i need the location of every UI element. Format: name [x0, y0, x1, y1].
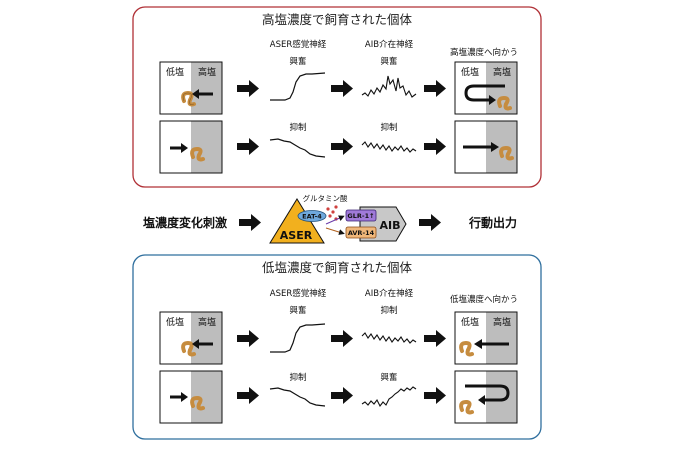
aib-state-label: 抑制	[380, 122, 397, 133]
u-turn-arrow-icon	[464, 84, 505, 102]
aib-trace	[361, 75, 417, 98]
low-salt-label: 低塩	[166, 316, 184, 328]
high-salt-label: 高塩	[493, 66, 511, 78]
low-salt-label: 低塩	[461, 66, 479, 78]
arrow-icon	[170, 392, 188, 402]
row-2	[159, 120, 223, 174]
aib-trace	[361, 386, 417, 408]
avr14-label: AVR-14	[348, 229, 375, 237]
column-aser-label: ASER感覚神経	[270, 288, 327, 299]
arrow-icon	[237, 330, 259, 347]
aser-trace	[270, 72, 326, 101]
eat4-label: EAT-4	[302, 213, 322, 221]
straight-arrow-icon	[463, 142, 499, 152]
result-box	[454, 370, 518, 424]
arrow-icon	[331, 138, 353, 155]
column-result-label: 低塩濃度へ向かう	[450, 294, 518, 305]
high-salt-label: 高塩	[198, 316, 216, 328]
worm-icon	[459, 399, 474, 415]
arrow-icon	[331, 330, 353, 347]
result-box	[454, 120, 518, 174]
aib-state-label: 興奮	[380, 56, 398, 67]
arrow-icon	[239, 214, 261, 231]
row-1: 低塩 高塩	[159, 311, 223, 365]
arrow-icon	[237, 138, 259, 155]
column-aib-label: AIB介在神経	[365, 288, 414, 299]
arrow-icon	[424, 80, 446, 97]
arrow-icon	[192, 339, 213, 349]
aser-trace	[269, 138, 326, 158]
high-salt-area	[191, 62, 222, 114]
row-1: 低塩 高塩	[159, 61, 223, 115]
arrow-icon	[424, 138, 446, 155]
worm-icon	[499, 145, 514, 161]
arrow-icon	[331, 80, 353, 97]
aser-trace	[270, 323, 326, 353]
panel-title: 低塩濃度で飼育された個体	[262, 260, 413, 275]
eat4-protein	[297, 210, 327, 222]
panel-border	[132, 6, 542, 188]
aser-state-label: 抑制	[289, 122, 306, 133]
aser-trace	[269, 387, 326, 407]
glutamate-dots	[326, 205, 338, 221]
avr14-receptor	[345, 226, 377, 239]
aib-label: AIB	[380, 219, 401, 232]
worm-icon	[190, 146, 205, 162]
aser-state-label: 抑制	[289, 372, 306, 383]
glutamate-label: グルタミン酸	[303, 193, 348, 203]
result-box: 低塩 高塩	[454, 311, 518, 365]
arrow-icon	[237, 80, 259, 97]
high-salt-area	[191, 121, 222, 173]
low-salt-label: 低塩	[461, 316, 479, 328]
column-aser-label: ASER感覚神経	[270, 39, 327, 50]
high-salt-label: 高塩	[493, 316, 511, 328]
arrow-icon	[424, 330, 446, 347]
worm-icon	[459, 340, 474, 357]
aib-state-label: 抑制	[380, 305, 397, 316]
high-salt-label: 高塩	[198, 66, 216, 78]
arrow-icon	[424, 387, 446, 404]
panel-title: 高塩濃度で飼育された個体	[262, 12, 413, 27]
low-salt-label: 低塩	[166, 66, 184, 78]
pathway: 塩濃度変化刺激 ASER EAT-4 グルタミン酸 AIB GLR-1↑ AVR…	[143, 193, 517, 244]
aser-state-label: 興奮	[289, 305, 307, 316]
worm-icon	[181, 90, 196, 107]
u-turn-arrow-icon	[465, 384, 510, 402]
worm-icon	[190, 395, 205, 411]
row-2	[159, 370, 223, 424]
arrow-icon	[419, 214, 441, 231]
panel-border	[132, 254, 542, 440]
aser-state-label: 興奮	[289, 56, 307, 67]
straight-arrow-icon	[474, 339, 509, 349]
aib-trace	[361, 141, 417, 153]
worm-icon	[497, 95, 512, 111]
arrow-icon	[331, 387, 353, 404]
aib-state-label: 興奮	[380, 372, 398, 383]
arrow-icon	[170, 143, 188, 153]
column-result-label: 高塩濃度へ向かう	[450, 47, 518, 58]
output-label: 行動出力	[468, 215, 517, 230]
worm-icon	[181, 340, 196, 357]
glr1-receptor	[345, 209, 377, 222]
panel-high-salt: 高塩濃度で飼育された個体 ASER感覚神経 AIB介在神経 高塩濃度へ向かう 低…	[132, 6, 542, 188]
glr1-label: GLR-1↑	[347, 212, 374, 220]
high-salt-area	[191, 312, 222, 364]
panel-low-salt: 低塩濃度で飼育された個体 ASER感覚神経 AIB介在神経 低塩濃度へ向かう 低…	[132, 254, 542, 440]
input-label: 塩濃度変化刺激	[143, 215, 227, 230]
column-aib-label: AIB介在神経	[365, 39, 414, 50]
arrow-icon	[192, 89, 213, 99]
aib-trace	[361, 332, 417, 344]
aser-label: ASER	[280, 229, 313, 242]
result-box: 低塩 高塩	[454, 61, 518, 115]
arrow-icon	[237, 387, 259, 404]
